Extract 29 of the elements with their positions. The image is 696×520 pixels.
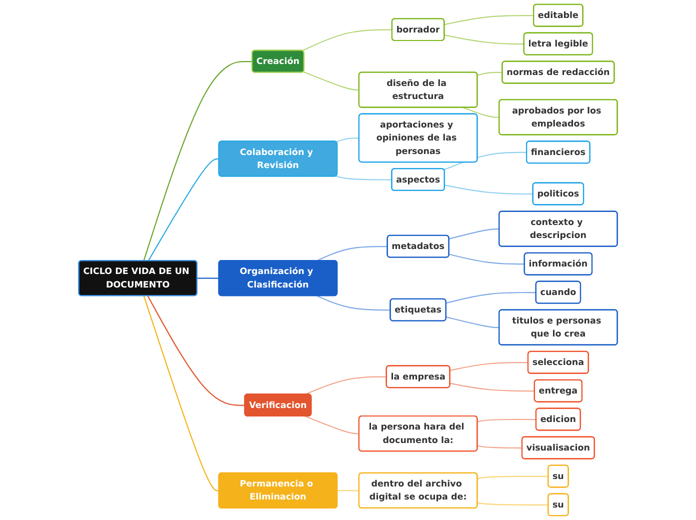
connector xyxy=(336,138,360,142)
connector xyxy=(477,502,548,506)
connector xyxy=(444,184,534,195)
connector xyxy=(448,254,525,265)
connector xyxy=(448,228,500,240)
connector xyxy=(304,376,387,395)
connector xyxy=(446,316,500,328)
connector xyxy=(337,490,360,492)
connector xyxy=(303,71,360,91)
connector xyxy=(304,416,360,434)
connector xyxy=(316,246,388,262)
connector xyxy=(336,176,392,180)
connector xyxy=(462,107,500,118)
connector xyxy=(477,72,502,76)
connector xyxy=(148,158,220,262)
connector xyxy=(197,278,220,279)
connector xyxy=(147,296,246,406)
connector xyxy=(446,292,536,304)
connector xyxy=(444,14,534,26)
connector xyxy=(316,295,391,311)
connector xyxy=(450,382,535,392)
connector xyxy=(450,362,528,371)
connector xyxy=(477,418,536,422)
connector xyxy=(477,476,548,480)
connector xyxy=(143,296,220,492)
connector xyxy=(302,29,392,52)
connector xyxy=(444,34,524,45)
connector xyxy=(477,445,522,449)
connector xyxy=(143,60,252,261)
